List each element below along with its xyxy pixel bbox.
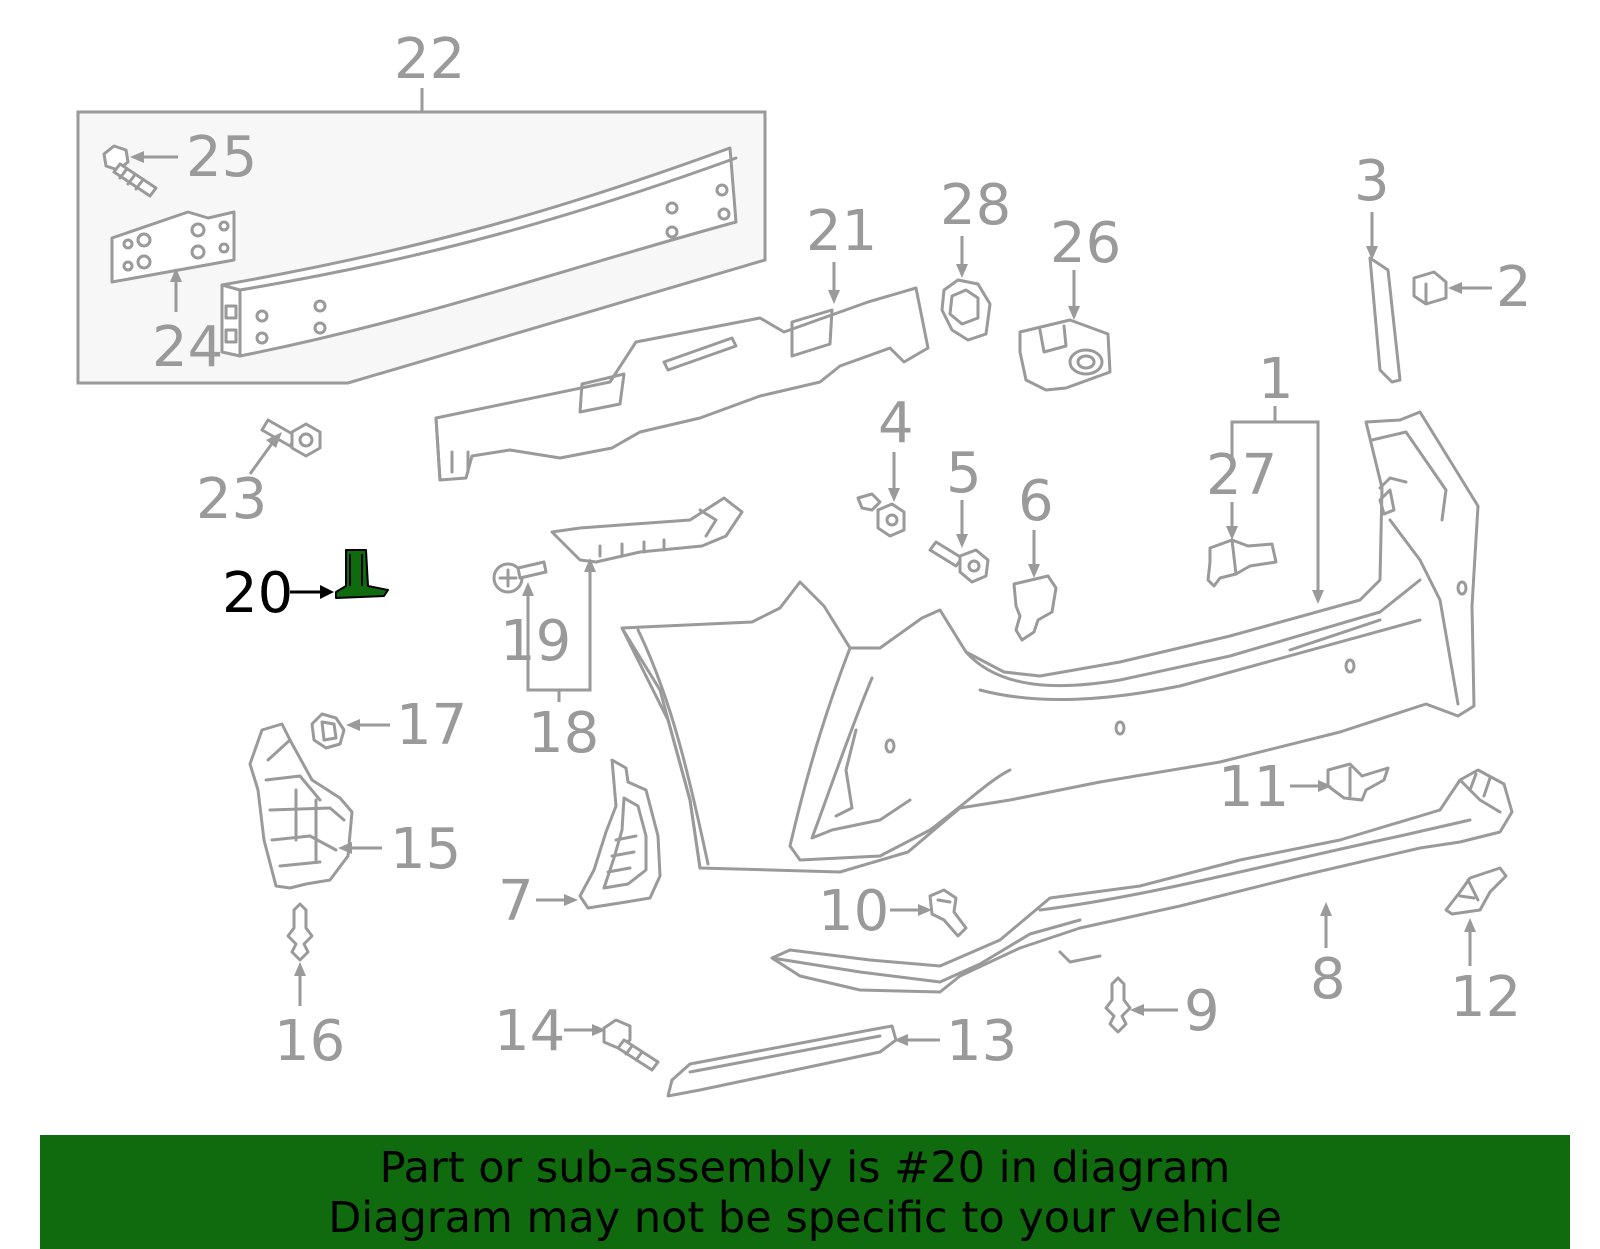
label-7: 7 xyxy=(498,869,534,934)
label-5: 5 xyxy=(946,441,982,506)
part-27-bracket[interactable] xyxy=(1206,502,1278,588)
info-banner: Part or sub-assembly is #20 in diagram D… xyxy=(40,1135,1570,1249)
banner-line-2: Diagram may not be specific to your vehi… xyxy=(328,1193,1282,1243)
part-9-clip[interactable] xyxy=(1104,976,1178,1034)
label-21: 21 xyxy=(806,199,877,264)
label-11: 11 xyxy=(1218,755,1289,820)
label-9: 9 xyxy=(1184,979,1220,1044)
label-1: 1 xyxy=(1258,347,1294,412)
banner-line-1: Part or sub-assembly is #20 in diagram xyxy=(379,1143,1231,1193)
label-25: 25 xyxy=(186,125,257,190)
part-28-sensor-holder[interactable] xyxy=(940,236,992,342)
label-22: 22 xyxy=(394,27,465,92)
label-15: 15 xyxy=(390,817,461,882)
part-7-reflector-housing[interactable] xyxy=(536,758,662,910)
label-3: 3 xyxy=(1354,149,1390,214)
part-11-clip[interactable] xyxy=(1290,762,1390,802)
part-16-clip[interactable] xyxy=(286,902,314,1006)
part-22-reinforcement-beam[interactable] xyxy=(220,146,738,358)
label-16: 16 xyxy=(274,1009,345,1074)
part-23-bolt[interactable] xyxy=(248,418,322,475)
part-12-bracket[interactable] xyxy=(1444,866,1508,966)
part-1-bumper-cover[interactable] xyxy=(620,406,1480,874)
part-21-absorber[interactable] xyxy=(434,262,930,482)
label-28: 28 xyxy=(940,173,1011,238)
part-8-lower-diffuser[interactable] xyxy=(770,768,1514,994)
part-24-bracket-plate[interactable] xyxy=(110,210,236,312)
part-25-bolt[interactable] xyxy=(102,144,178,198)
label-10: 10 xyxy=(818,879,889,944)
part-14-bolt[interactable] xyxy=(564,1018,660,1072)
label-2: 2 xyxy=(1496,255,1532,320)
label-12: 12 xyxy=(1450,965,1521,1030)
label-4: 4 xyxy=(878,391,914,456)
part-2-clip[interactable] xyxy=(1412,270,1492,306)
part-19-screw[interactable] xyxy=(492,560,548,594)
label-14: 14 xyxy=(494,999,565,1064)
part-3-retainer-strip[interactable] xyxy=(1366,212,1402,384)
part-4-nut[interactable] xyxy=(856,452,906,538)
part-15-side-retainer[interactable] xyxy=(248,722,382,890)
label-26: 26 xyxy=(1050,211,1121,276)
label-24: 24 xyxy=(152,315,223,380)
label-18: 18 xyxy=(528,701,599,766)
label-20-highlighted: 20 xyxy=(222,561,293,626)
label-23: 23 xyxy=(196,467,267,532)
part-20-clip-highlighted[interactable] xyxy=(290,549,389,599)
label-13: 13 xyxy=(946,1009,1017,1074)
label-17: 17 xyxy=(396,693,467,758)
part-10-fastener[interactable] xyxy=(890,888,968,938)
label-19: 19 xyxy=(500,609,571,674)
part-6-cover-plug[interactable] xyxy=(1012,530,1058,642)
label-27: 27 xyxy=(1206,443,1277,508)
label-6: 6 xyxy=(1018,469,1054,534)
part-17-nut[interactable] xyxy=(310,712,390,750)
part-18-side-bracket[interactable] xyxy=(522,496,744,702)
part-13-reflector[interactable] xyxy=(666,1024,940,1098)
part-5-bolt[interactable] xyxy=(928,500,990,584)
part-26-parking-sensor[interactable] xyxy=(1018,270,1112,392)
label-8: 8 xyxy=(1310,947,1346,1012)
